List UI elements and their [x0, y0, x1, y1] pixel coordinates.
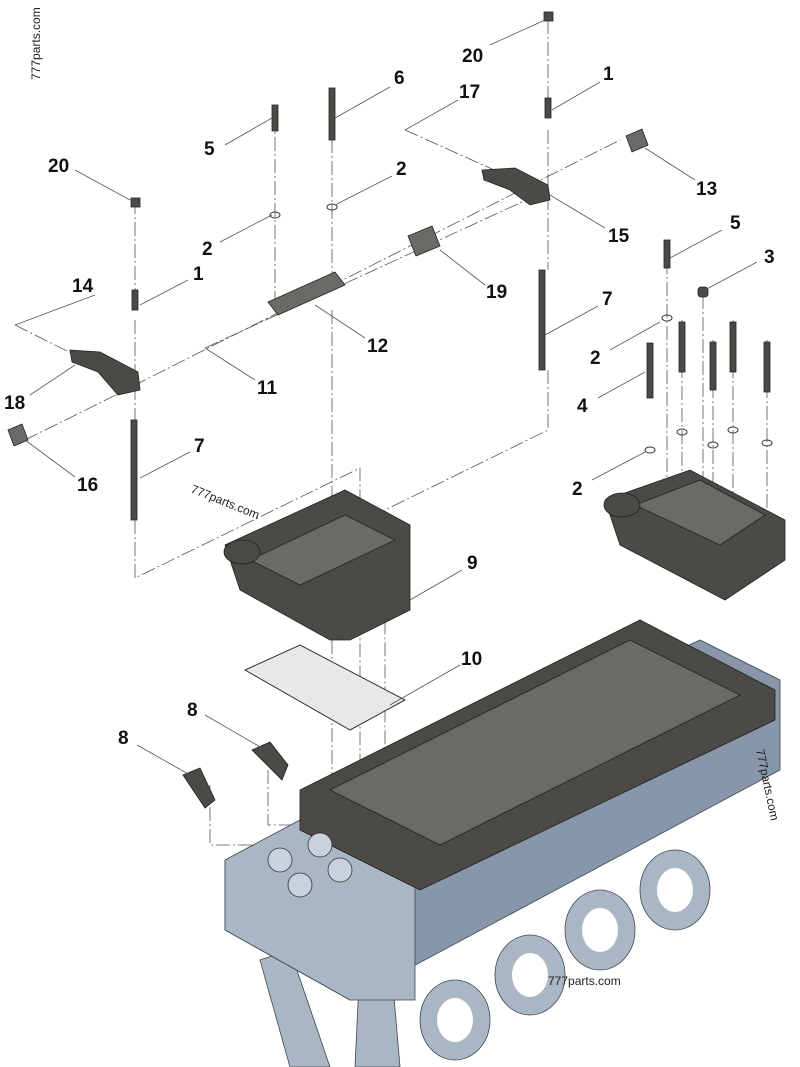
bolt-5 [271, 104, 279, 132]
nut-20-left [130, 197, 141, 208]
callout-9: 9 [467, 553, 478, 574]
callout-7: 7 [194, 436, 205, 457]
watermark: 777parts.com [189, 482, 262, 522]
valve-springs [267, 832, 353, 898]
bushing-19 [407, 225, 441, 257]
adjust-screw-1b [131, 289, 139, 311]
gasket-10 [243, 644, 407, 731]
callout-4: 4 [577, 396, 588, 417]
callouts: 20 1 6 17 5 2 13 15 20 2 19 14 1 12 11 1… [4, 46, 775, 749]
callout-2b: 2 [202, 239, 213, 260]
plug-3 [697, 286, 709, 298]
callout-1: 1 [603, 64, 614, 85]
callout-5b: 5 [730, 213, 741, 234]
callout-8b: 8 [118, 728, 129, 749]
connecting-rods [259, 849, 711, 1067]
bolt-4 [646, 342, 654, 399]
pushrod-7 [538, 269, 546, 371]
callout-17: 17 [459, 82, 480, 103]
callout-10: 10 [461, 649, 482, 670]
callout-6: 6 [394, 68, 405, 89]
rocker-shaft-12 [267, 271, 346, 316]
callout-19: 19 [486, 282, 507, 303]
adjust-screw-1 [544, 97, 552, 119]
callout-2: 2 [396, 159, 407, 180]
callout-20b: 20 [48, 156, 69, 177]
rocker-arm-18 [69, 349, 141, 396]
bushing-16 [7, 423, 29, 447]
callout-16: 16 [77, 475, 98, 496]
fasteners [130, 11, 773, 521]
callout-1b: 1 [193, 264, 204, 285]
valve-bridge-8a [251, 741, 289, 781]
callout-2c: 2 [590, 348, 601, 369]
watermark: 777parts.com [29, 7, 43, 80]
callout-18: 18 [4, 393, 25, 414]
valve-bridge-8b [182, 767, 216, 809]
bolt-5b [663, 239, 671, 269]
rocker-housing-9 [223, 489, 411, 641]
watermark: 777parts.com [548, 974, 621, 988]
callout-15: 15 [608, 226, 630, 247]
bushing-13 [625, 128, 649, 153]
engine-assembly [224, 619, 781, 1067]
callout-8: 8 [187, 700, 198, 721]
callout-13: 13 [696, 179, 717, 200]
rocker-arm-15 [481, 167, 551, 206]
callout-7b: 7 [602, 289, 613, 310]
callout-20: 20 [462, 46, 483, 67]
callout-3: 3 [764, 247, 775, 268]
callout-5: 5 [204, 139, 215, 160]
rocker-housing-right [603, 469, 786, 601]
callout-11: 11 [257, 378, 278, 399]
callout-14: 14 [72, 276, 94, 297]
rocker-parts [7, 128, 649, 447]
callout-2d: 2 [572, 479, 583, 500]
pushrod-7b [130, 419, 138, 521]
bolt-6 [328, 87, 336, 141]
leader-lines [14, 19, 758, 776]
nut-20-top [543, 11, 554, 22]
callout-12: 12 [367, 336, 388, 357]
